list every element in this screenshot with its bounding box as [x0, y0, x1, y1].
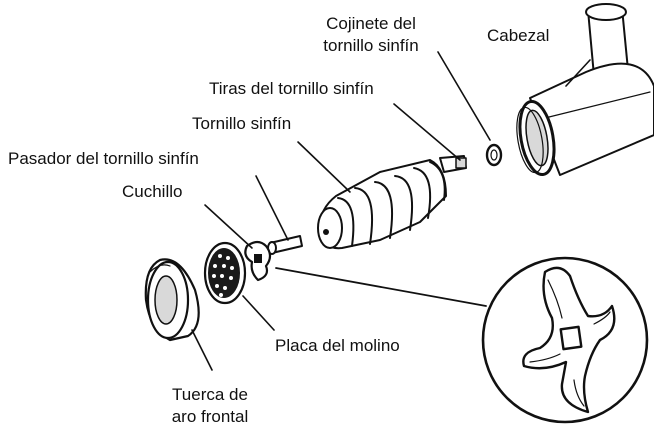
label-tuerca-line1: Tuerca de	[150, 384, 270, 405]
bearing-washer	[487, 145, 501, 165]
auger-screw	[318, 156, 466, 248]
label-pasador: Pasador del tornillo sinfín	[8, 148, 199, 169]
label-cojinete-line1: Cojinete del	[306, 13, 436, 34]
label-tornillo: Tornillo sinfín	[192, 113, 291, 134]
label-tiras: Tiras del tornillo sinfín	[209, 78, 374, 99]
label-cojinete-line2: tornillo sinfín	[306, 35, 436, 56]
grinding-plate	[205, 243, 245, 303]
label-cuchillo: Cuchillo	[122, 181, 182, 202]
label-tuerca-line2: aro frontal	[150, 406, 270, 427]
auger-pin	[268, 236, 302, 254]
front-ring-nut	[146, 259, 199, 340]
label-cabezal: Cabezal	[487, 25, 549, 46]
blade-small	[245, 242, 270, 280]
label-placa: Placa del molino	[275, 335, 400, 356]
